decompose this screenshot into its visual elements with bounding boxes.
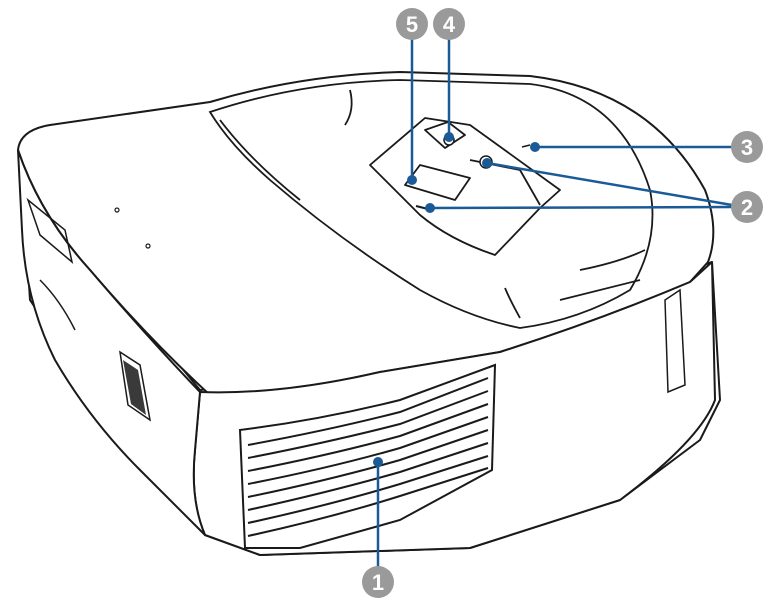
callout-badge-2 (731, 191, 763, 223)
leader-dot-5 (407, 175, 417, 185)
indicator-mark (521, 144, 531, 148)
leader-line-2b (429, 205, 733, 210)
leader-lines (376, 37, 733, 568)
callout-1: 1 (362, 566, 394, 598)
callout-2: 2 (731, 191, 763, 223)
screw-hole-2 (145, 243, 151, 249)
side-vent (119, 350, 152, 422)
leader-dot-3 (530, 142, 540, 152)
callout-4: 4 (433, 8, 465, 40)
callout-badge-5 (396, 8, 428, 40)
callout-badge-3 (731, 131, 763, 163)
side-panel-details (26, 197, 686, 394)
front-vent-grille (238, 363, 497, 549)
leader-line-2a (486, 161, 733, 207)
callout-badge-4 (433, 8, 465, 40)
projector-body (17, 71, 721, 556)
callout-label-1: 1 (372, 570, 384, 595)
callout-label-3: 3 (741, 135, 753, 160)
callout-label-5: 5 (406, 12, 418, 37)
leader-dots (373, 132, 540, 467)
callout-label-4: 4 (443, 12, 456, 37)
screw-hole-1 (114, 207, 120, 213)
callout-label-2: 2 (741, 195, 753, 220)
leader-dot-2a (482, 158, 492, 168)
callout-5: 5 (396, 8, 428, 40)
leader-dot-4 (444, 132, 454, 142)
callout-3: 3 (731, 131, 763, 163)
lens-cover-panel (208, 79, 654, 329)
projector-left-face (17, 149, 206, 536)
leader-dot-1 (373, 457, 383, 467)
leader-dot-2b (425, 203, 435, 213)
control-recess (369, 117, 561, 256)
callout-badge-1 (362, 566, 394, 598)
